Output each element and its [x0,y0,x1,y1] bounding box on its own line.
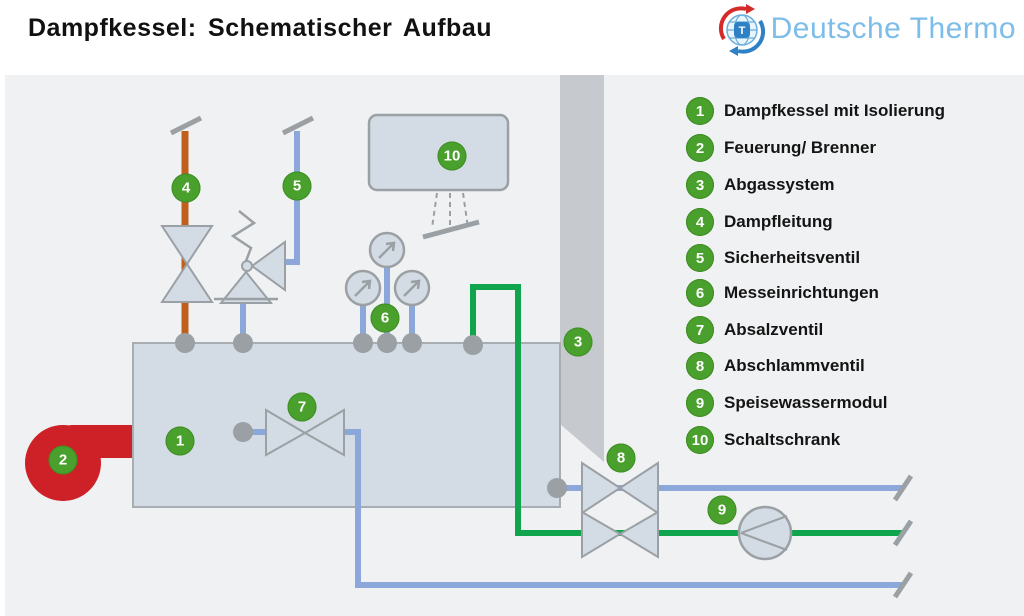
legend-item-7: 7 Absalzventil [686,316,823,344]
diagram-badge-10: 10 [437,141,467,171]
diagram-badge-3: 3 [563,327,593,357]
boiler-top-connectors [175,333,483,355]
legend-item-6: 6 Messeinrichtungen [686,279,879,307]
spring-zigzag [230,210,257,262]
pipe-break-mark [892,519,914,547]
diagram-badge-9: 9 [707,495,737,525]
dampfleitung-pipe [160,115,214,343]
diagram-badge-4: 4 [171,173,201,203]
schaltschrank-cabinet [367,113,510,240]
legend-item-10: 10 Schaltschrank [686,426,840,454]
diagram-badge-6: 6 [370,303,400,333]
legend-item-4: 4 Dampfleitung [686,208,833,236]
safety-valve-cone-lower [218,270,274,304]
legend-label-10: Schaltschrank [724,430,841,449]
legend-badge-1: 1 [686,97,714,125]
legend-item-5: 5 Sicherheitsventil [686,244,860,272]
abschlammventil-assembly [547,461,914,559]
pipe-break-mark [169,115,203,136]
legend-badge-4: 4 [686,208,714,236]
pipe-break-mark [892,474,914,502]
legend-item-1: 1 Dampfkessel mit Isolierung [686,97,945,125]
legend-item-8: 8 Abschlammventil [686,352,865,380]
burner-arm-end [95,425,134,458]
cabinet-wires [431,192,469,229]
valve-pivot [241,260,253,272]
diagram-badge-1: 1 [165,426,195,456]
diagram-badge-2: 2 [48,445,78,475]
abschlamm-valve-lower-left [581,510,622,559]
absalz-valve-right [302,408,345,457]
legend-label-8: Abschlammventil [724,356,865,375]
steam-valve-upper [160,225,214,266]
legend-badge-3: 3 [686,171,714,199]
legend-item-9: 9 Speisewassermodul [686,389,887,417]
chimney-abgassystem [560,75,604,462]
pipe-connector [233,422,253,442]
pipe-break-mark [892,571,914,599]
diagram-badge-5: 5 [282,171,312,201]
legend-badge-8: 8 [686,352,714,380]
legend-label-7: Absalzventil [724,320,824,339]
absalz-valve-left [265,408,308,457]
legend-label-5: Sicherheitsventil [724,248,861,267]
legend-item-3: 3 Abgassystem [686,171,835,199]
logo-text: Deutsche Thermo [770,12,1016,45]
legend-badge-5: 5 [686,244,714,272]
boiler-body [132,342,561,508]
diagram-badge-7: 7 [287,392,317,422]
legend-badge-7: 7 [686,316,714,344]
legend-label-2: Feuerung/ Brenner [724,138,877,157]
page-title: Dampfkessel: Schematischer Aufbau [28,14,493,42]
diagram-badge-8: 8 [606,443,636,473]
company-logo: T Deutsche Thermo [717,2,1016,56]
pipe-break-mark [281,115,315,136]
legend-label-3: Abgassystem [724,175,835,194]
legend-badge-9: 9 [686,389,714,417]
legend-label-1: Dampfkessel mit Isolierung [724,101,946,120]
absalzventil-assembly [233,408,914,599]
abschlamm-valve-upper-left [581,461,622,515]
abschlamm-valve-upper-right [618,461,659,515]
safety-valve-cone-right [250,240,286,292]
legend-item-2: 2 Feuerung/ Brenner [686,134,876,162]
legend-label-6: Messeinrichtungen [724,283,879,302]
gauge-needles [354,241,421,297]
legend-label-4: Dampfleitung [724,212,833,231]
feedwater-pump [737,505,793,561]
legend-badge-6: 6 [686,279,714,307]
pipe-connector [547,478,567,498]
legend-badge-10: 10 [686,426,714,454]
sicherheitsventil-assembly [214,115,315,343]
legend-badge-2: 2 [686,134,714,162]
legend-label-9: Speisewassermodul [724,393,888,412]
steam-valve-lower [160,262,214,303]
abschlamm-valve-lower-right [618,510,659,559]
wire-terminal-bar [422,219,480,240]
logo-letter: T [738,25,745,37]
burner-feuerung [25,425,134,501]
globe-sync-arrows-icon: T [718,4,765,56]
